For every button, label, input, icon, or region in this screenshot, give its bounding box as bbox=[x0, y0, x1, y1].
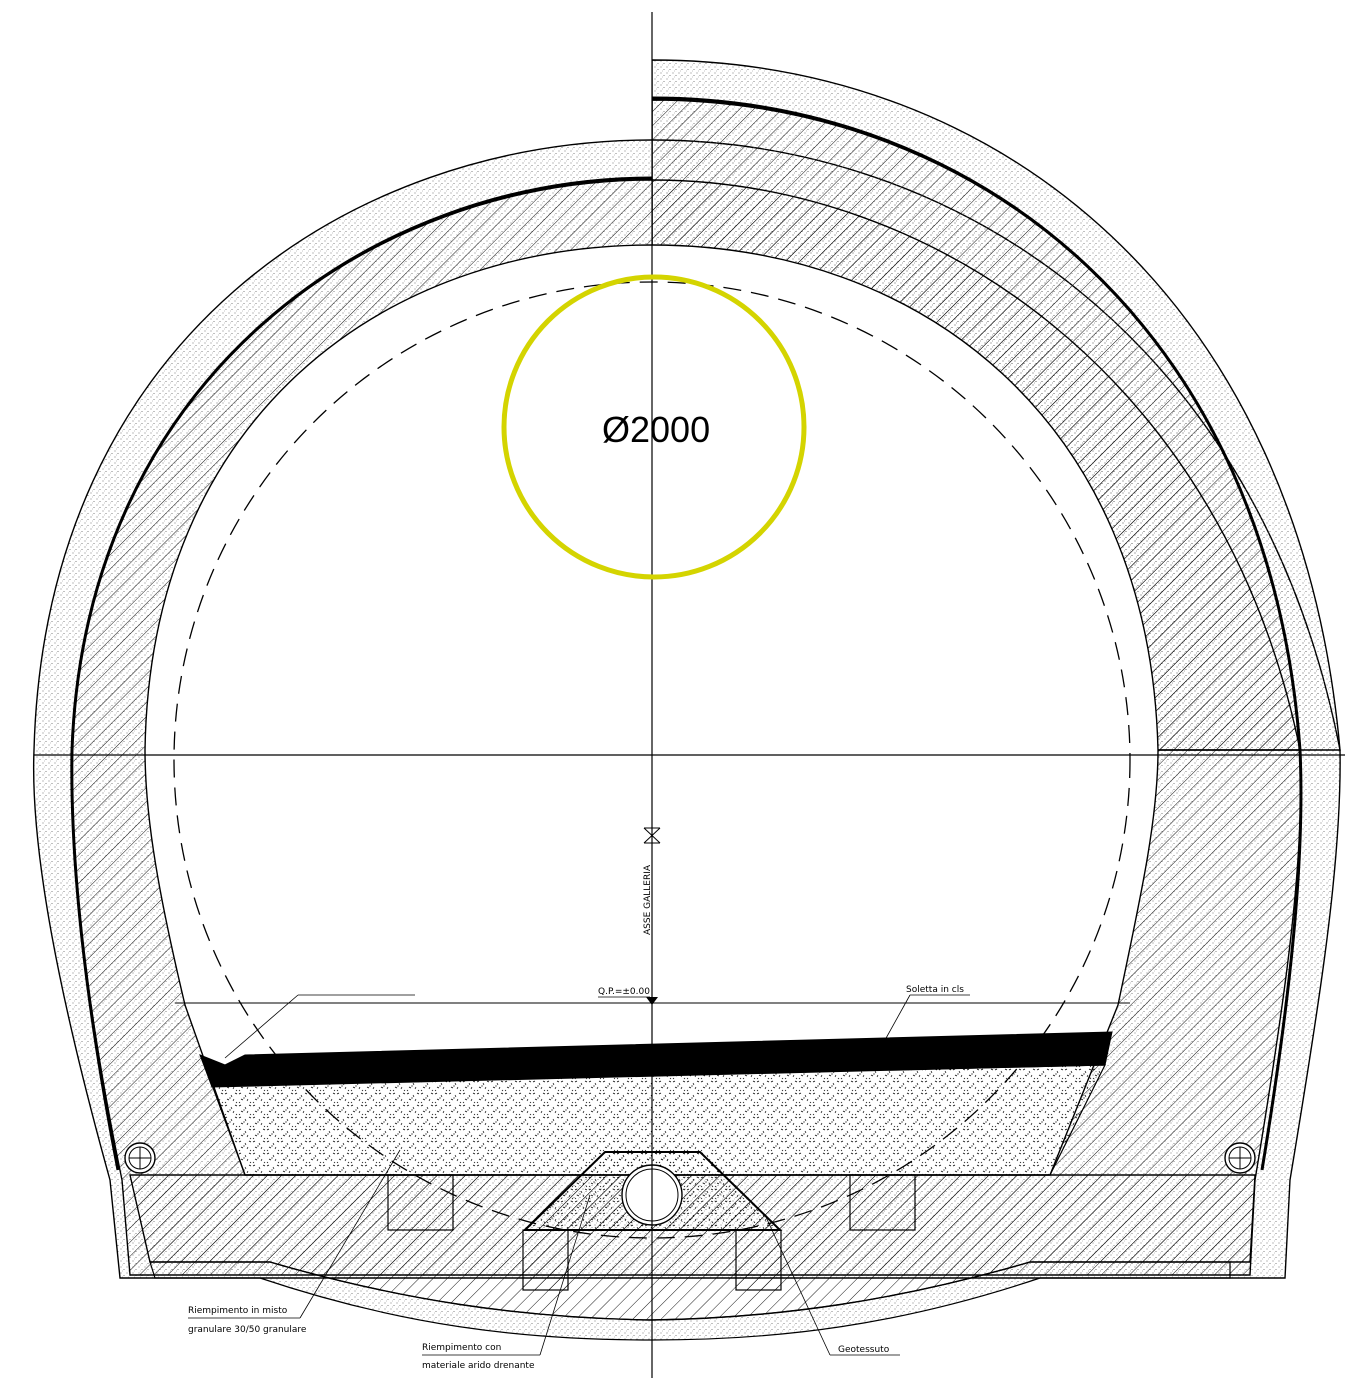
highlight-circle bbox=[501, 274, 807, 580]
draining-fill-label-1: Riempimento con bbox=[422, 1343, 501, 1353]
granular-fill-label-1: Riempimento in misto bbox=[188, 1306, 288, 1316]
membrane-line-right bbox=[652, 96, 1303, 1171]
geotextile-label: Geotessuto bbox=[838, 1345, 890, 1355]
granular-fill-label-2: granulare 30/50 granulare bbox=[188, 1325, 307, 1335]
draining-fill-label-2: materiale arido drenante bbox=[422, 1361, 535, 1371]
side-drain-left bbox=[124, 1142, 156, 1174]
drain-block-right bbox=[849, 1174, 916, 1231]
diameter-label: Ø2000 bbox=[602, 409, 710, 450]
level-label: Q.P.=±0.00 bbox=[598, 987, 650, 997]
footing-right bbox=[735, 1229, 782, 1291]
axis-label: ASSE GALLERIA bbox=[643, 864, 653, 935]
axis-marker bbox=[643, 827, 661, 844]
footing-left bbox=[522, 1229, 569, 1291]
concrete-slab bbox=[199, 1031, 1113, 1088]
level-triangle bbox=[646, 997, 658, 1005]
lean-concrete-bottom bbox=[149, 1261, 1231, 1341]
membrane-line-left bbox=[70, 176, 652, 1171]
slab-label: Soletta in cls bbox=[906, 985, 964, 995]
side-drain-right bbox=[1224, 1142, 1256, 1174]
drain-block-left bbox=[387, 1174, 454, 1231]
